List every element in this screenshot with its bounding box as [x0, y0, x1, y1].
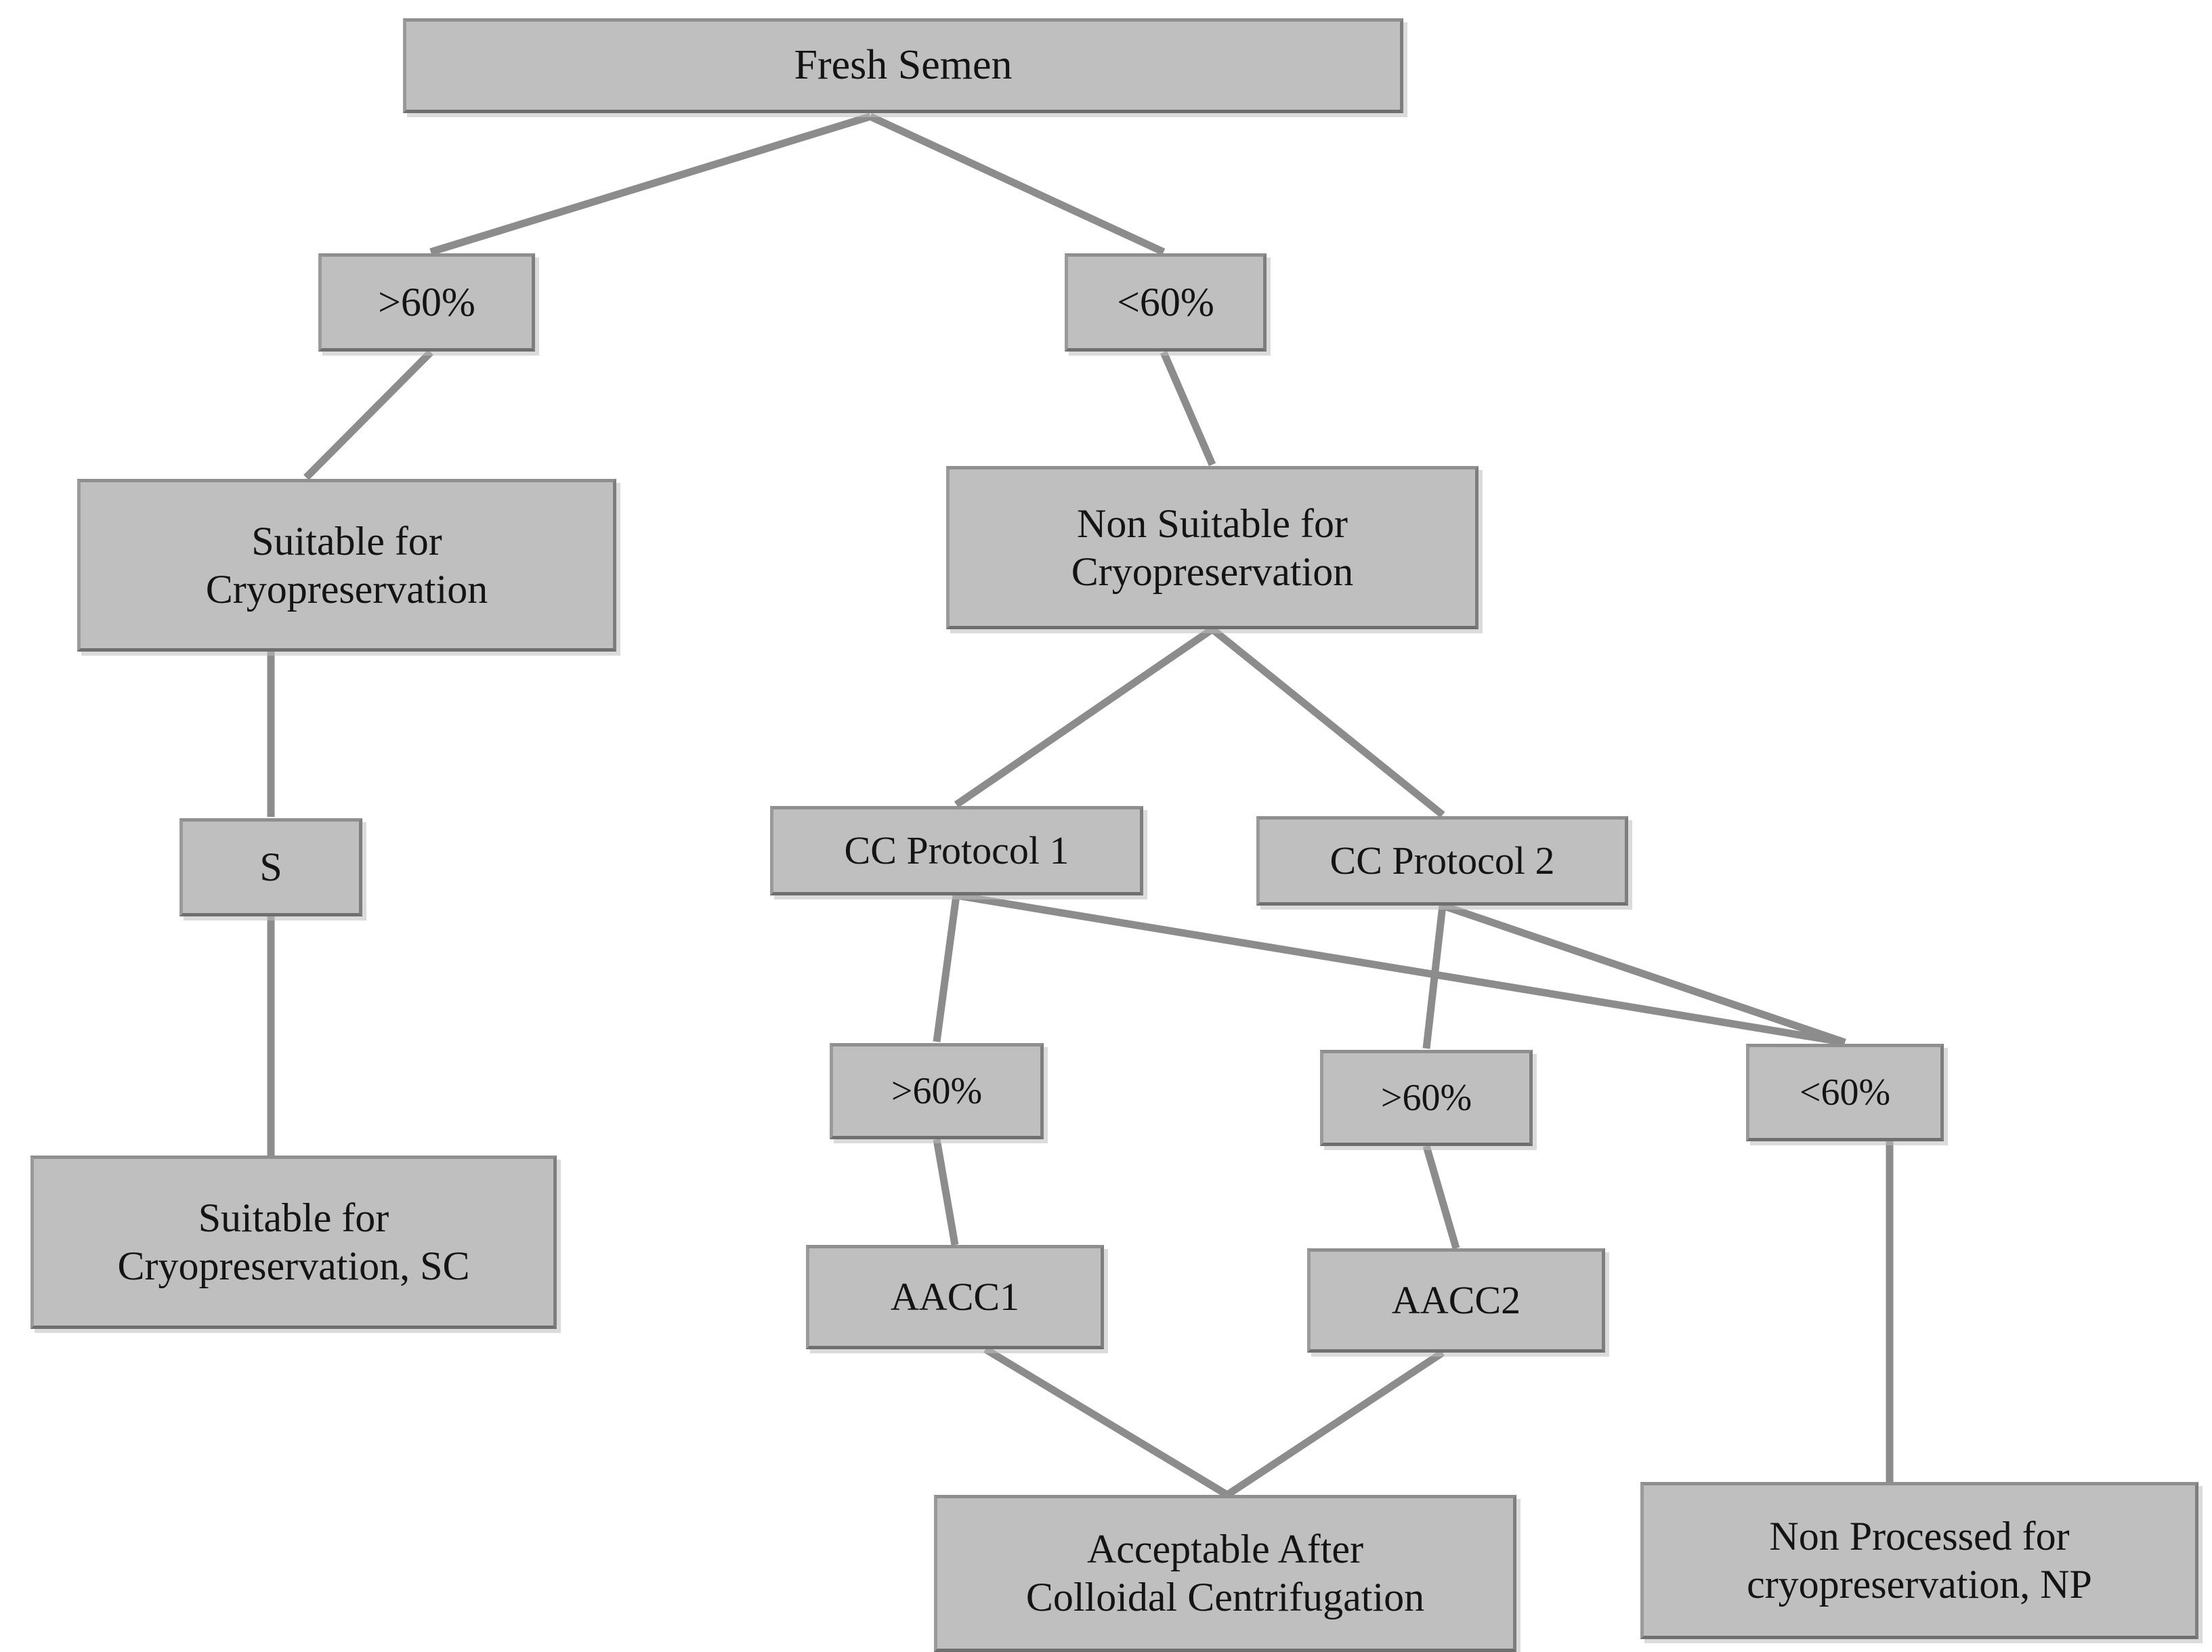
- node-label: Suitable for Cryopreservation, SC: [117, 1195, 470, 1288]
- node-label: Suitable for Cryopreservation: [205, 518, 488, 612]
- node-label: >60%: [1380, 1076, 1472, 1119]
- edge-nonsuitable-to-cc2: [1210, 626, 1445, 818]
- node-suitable-for-cryopreservation-sc[interactable]: Suitable for Cryopreservation, SC: [30, 1156, 557, 1329]
- edge-gt60-to-suitable: [303, 350, 433, 480]
- node-label: AACC2: [1391, 1277, 1521, 1322]
- edge-gt60-to-aacc2: [1422, 1145, 1460, 1250]
- node-label: <60%: [1799, 1071, 1891, 1114]
- edge-fresh-to-gt60: [429, 112, 872, 256]
- edge-gt60-to-aacc1: [933, 1139, 959, 1246]
- edge-cc2-to-lt60: [1441, 902, 1846, 1046]
- node-label: CC Protocol 1: [844, 828, 1069, 872]
- node-top-lt60[interactable]: <60%: [1065, 253, 1267, 352]
- node-fresh-semen[interactable]: Fresh Semen: [403, 18, 1403, 113]
- node-non-suitable-for-cryopreservation[interactable]: Non Suitable for Cryopreservation: [946, 466, 1479, 629]
- node-top-gt60[interactable]: >60%: [318, 253, 535, 352]
- node-label: Non Suitable for Cryopreservation: [1071, 501, 1354, 594]
- node-label: Non Processed for cryopreservation, NP: [1747, 1514, 2092, 1607]
- node-s[interactable]: S: [179, 818, 362, 916]
- node-acceptable-after-colloidal-centrifugation[interactable]: Acceptable After Colloidal Centrifugatio…: [934, 1495, 1516, 1652]
- node-label: >60%: [891, 1069, 983, 1112]
- node-non-processed-for-cryopreservation-np[interactable]: Non Processed for cryopreservation, NP: [1640, 1482, 2198, 1639]
- edge-aacc1-to-acceptable: [983, 1346, 1229, 1498]
- node-label: CC Protocol 2: [1330, 838, 1555, 883]
- node-label: AACC1: [890, 1274, 1020, 1319]
- edge-fresh-to-lt60: [868, 113, 1166, 255]
- node-suitable-for-cryopreservation[interactable]: Suitable for Cryopreservation: [77, 479, 616, 652]
- node-label: Fresh Semen: [794, 42, 1013, 89]
- edge-cc2-to-gt60: [1422, 905, 1447, 1049]
- node-cc-lt60[interactable]: <60%: [1746, 1044, 1944, 1141]
- node-aacc1[interactable]: AACC1: [806, 1245, 1104, 1349]
- node-label: >60%: [378, 280, 475, 325]
- edge-nonsuitable-to-cc1: [954, 626, 1215, 808]
- edge-lt60-to-nonsuitable: [1160, 350, 1216, 467]
- node-aacc2[interactable]: AACC2: [1307, 1248, 1605, 1353]
- edge-cc1-to-gt60: [933, 895, 960, 1042]
- node-label: Acceptable After Colloidal Centrifugatio…: [1025, 1527, 1425, 1619]
- edge-cc1-to-lt60: [956, 891, 1846, 1046]
- node-cc2-gt60[interactable]: >60%: [1320, 1050, 1533, 1146]
- edge-aacc2-to-acceptable: [1225, 1349, 1445, 1498]
- node-cc-protocol-1[interactable]: CC Protocol 1: [770, 806, 1143, 895]
- node-cc1-gt60[interactable]: >60%: [830, 1043, 1044, 1139]
- node-cc-protocol-2[interactable]: CC Protocol 2: [1256, 816, 1628, 906]
- node-label: S: [259, 845, 282, 890]
- node-label: <60%: [1117, 280, 1214, 325]
